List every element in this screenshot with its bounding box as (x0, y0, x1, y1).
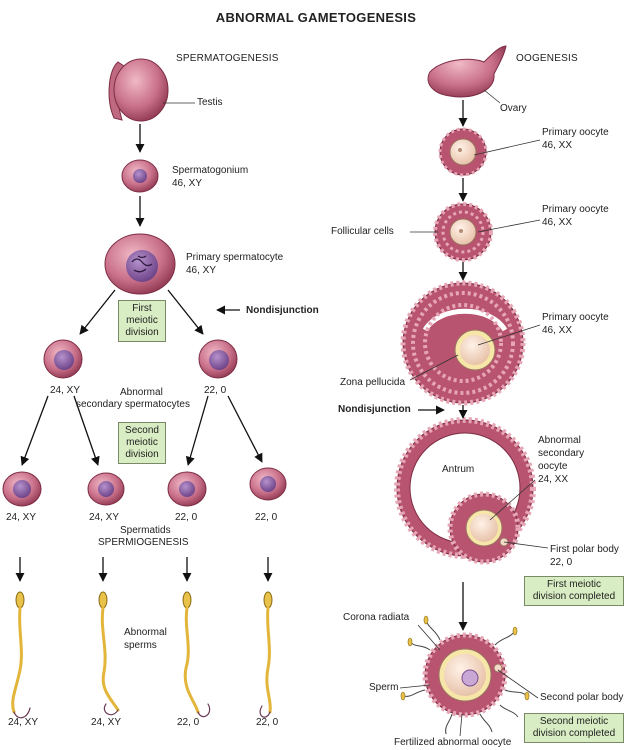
testis-label: Testis (197, 97, 223, 108)
primary-oocyte-follicle-1 (438, 127, 488, 177)
primary-oocyte-karyotype-3: 46, XX (542, 325, 573, 336)
box-line: First (132, 303, 152, 314)
spermatid-karyotype: 22, 0 (175, 512, 198, 523)
spermatogonium-karyotype: 46, XY (172, 178, 203, 189)
nondisjunction-label-sperm: Nondisjunction (246, 305, 319, 316)
spermatogenesis-heading: SPERMATOGENESIS (176, 53, 279, 64)
abnormal-sperms-line1: Abnormal (124, 627, 167, 638)
spermatogonium-label: Spermatogonium (172, 165, 249, 176)
secondary-oocyte-karyotype: 24, XX (538, 474, 569, 485)
spermatid-karyotype: 24, XY (89, 512, 120, 523)
corona-radiata-label: Corona radiata (343, 612, 410, 623)
sperm-karyotype: 24, XY (91, 717, 122, 728)
zona-pellucida-label: Zona pellucida (340, 377, 406, 388)
oogenesis-heading: OOGENESIS (516, 53, 578, 64)
spermiogenesis-label: SPERMIOGENESIS (98, 537, 189, 548)
box-line: division (125, 449, 159, 460)
secondary-karyotype-right: 22, 0 (204, 385, 227, 396)
spermatid-karyotype: 22, 0 (255, 512, 278, 523)
second-meiotic-division-box: Second meiotic division (118, 422, 166, 464)
sperm-karyotype: 24, XY (8, 717, 39, 728)
box-line: division completed (532, 728, 616, 739)
box-line: division (125, 327, 159, 338)
first-meiotic-completed-box: First meiotic division completed (524, 576, 624, 606)
nondisjunction-label-oo: Nondisjunction (338, 404, 411, 415)
primary-spermatocyte-karyotype: 46, XY (186, 265, 217, 276)
box-line: division completed (532, 591, 616, 602)
secondary-karyotype-left: 24, XY (50, 385, 81, 396)
box-line: First meiotic (547, 579, 601, 590)
spermatids-label: Spermatids (120, 525, 171, 536)
box-line: Second (125, 425, 159, 436)
primary-oocyte-follicle-2 (433, 202, 493, 262)
primary-oocyte-label-2: Primary oocyte (542, 204, 609, 215)
box-line: Second meiotic (539, 716, 609, 727)
sperm-label: Sperm (369, 682, 399, 693)
primary-oocyte-label-3: Primary oocyte (542, 312, 609, 323)
spermatid-karyotype: 24, XY (6, 512, 37, 523)
antrum-label: Antrum (442, 464, 475, 475)
box-line: meiotic (126, 315, 158, 326)
secondary-label-line2: secondary spermatocytes (76, 399, 190, 410)
testis-illustration (108, 58, 169, 122)
abnormal-sperms-line2: sperms (124, 640, 157, 651)
first-polar-body-label: First polar body (550, 544, 619, 555)
primary-spermatocyte-label: Primary spermatocyte (186, 252, 284, 263)
page-title: ABNORMAL GAMETOGENESIS (215, 10, 417, 25)
primary-oocyte-karyotype-1: 46, XX (542, 140, 573, 151)
second-meiotic-completed-box: Second meiotic division completed (524, 713, 624, 743)
abnormal-secondary-line1: Abnormal (538, 435, 581, 446)
abnormal-secondary-line3: oocyte (538, 461, 568, 472)
box-line: meiotic (126, 437, 158, 448)
first-meiotic-division-box: First meiotic division (118, 300, 166, 342)
ovary-illustration (427, 45, 507, 98)
primary-oocyte-follicle-3 (400, 280, 526, 406)
primary-oocyte-label-1: Primary oocyte (542, 127, 609, 138)
spermatid-cells (2, 467, 287, 507)
secondary-label-line1: Abnormal (120, 387, 163, 398)
antrum-follicle (394, 417, 536, 565)
sperm-karyotype: 22, 0 (256, 717, 279, 728)
ovary-label: Ovary (500, 103, 527, 114)
primary-oocyte-karyotype-2: 46, XX (542, 217, 573, 228)
abnormal-sperms (11, 591, 273, 719)
follicular-cells-label: Follicular cells (331, 226, 394, 237)
second-polar-body-label: Second polar body (540, 692, 624, 703)
sperm-karyotype: 22, 0 (177, 717, 200, 728)
abnormal-secondary-line2: secondary (538, 448, 585, 459)
fertilized-oocyte (400, 615, 530, 735)
first-polar-body-karyotype: 22, 0 (550, 557, 573, 568)
fertilized-oocyte-label: Fertilized abnormal oocyte (394, 737, 512, 748)
